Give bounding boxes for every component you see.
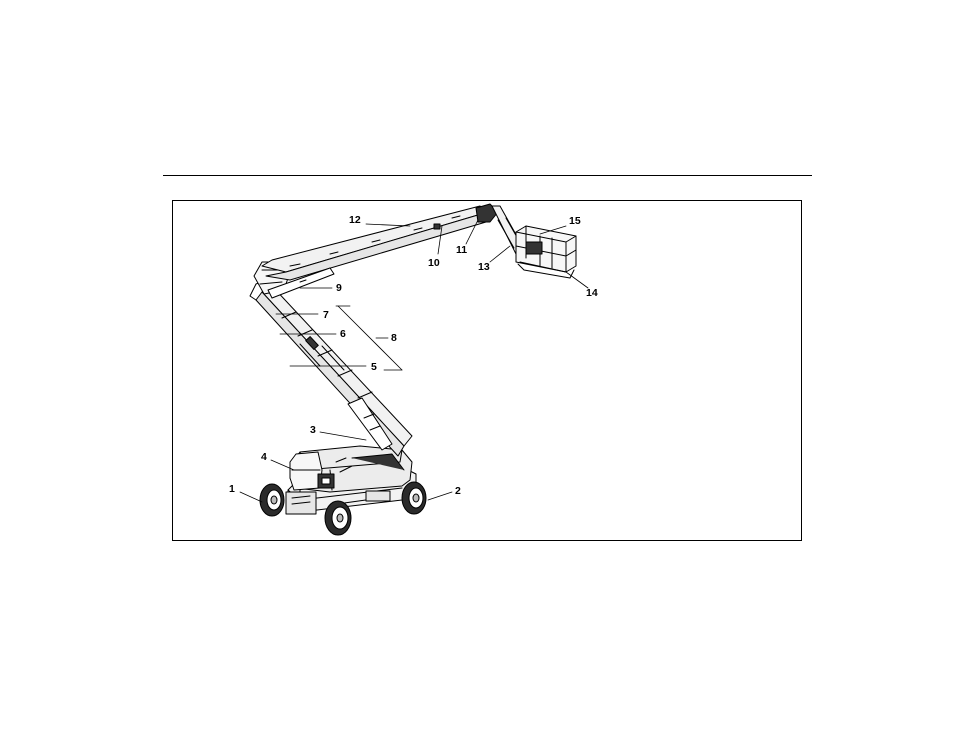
wheel-front-left [260,484,284,516]
callout-8: 8 [391,332,397,344]
callout-4: 4 [261,451,267,463]
callout-12: 12 [349,214,361,226]
platform [516,226,576,278]
callout-9: 9 [336,282,342,294]
main-boom [262,206,488,298]
wheel-rear-right [402,482,426,514]
callout-14: 14 [586,287,598,299]
callout-7: 7 [323,309,329,321]
callout-13: 13 [478,261,490,273]
callout-3: 3 [310,424,316,436]
callout-15: 15 [569,215,581,227]
callout-6: 6 [340,328,346,340]
callout-2: 2 [455,485,461,497]
turntable [290,446,412,492]
callout-11: 11 [456,244,467,256]
callout-1: 1 [229,483,235,495]
callout-5: 5 [371,361,377,373]
wheel-front-right [325,501,351,535]
callout-10: 10 [428,257,440,269]
